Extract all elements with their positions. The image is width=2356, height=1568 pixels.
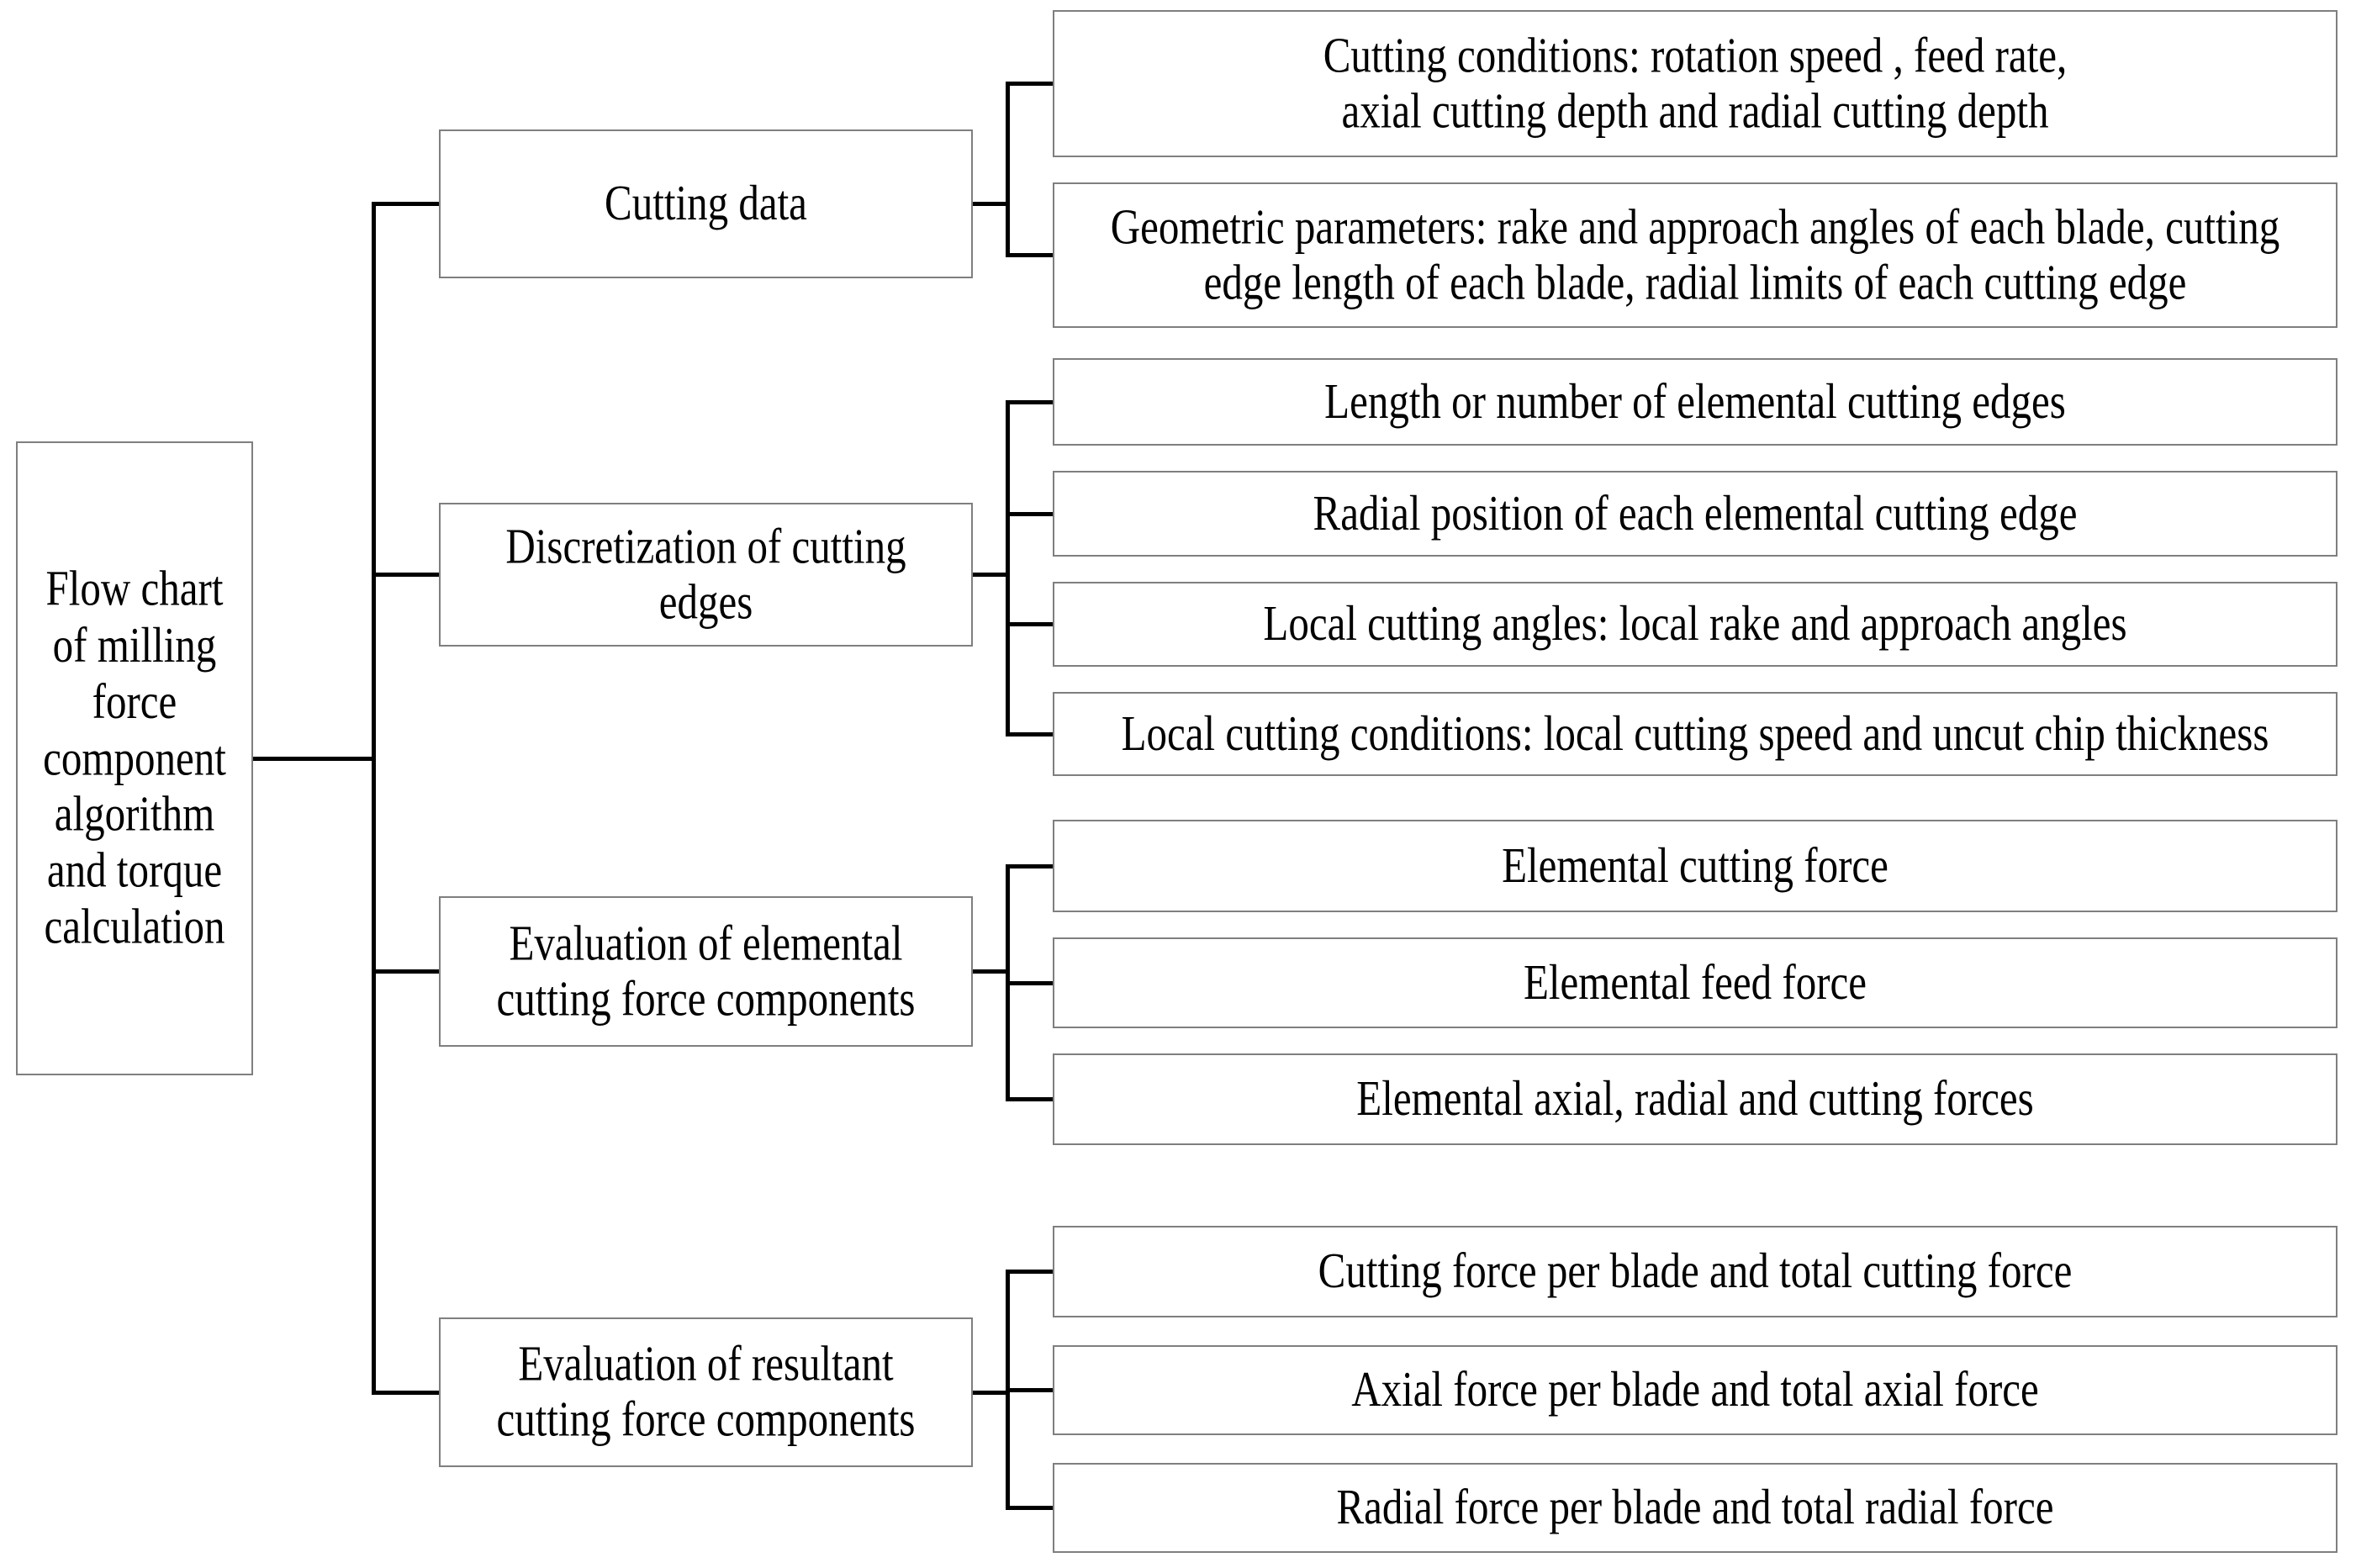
branch-label: Cutting data [605,175,807,231]
leaf-label: Geometric parameters: rake and approach … [1110,198,2280,310]
leaf-label: Cutting force per blade and total cuttin… [1318,1243,2073,1299]
leaf-box-axial-force-per-blade: Axial force per blade and total axial fo… [1053,1345,2338,1435]
connector-bracket-line [1006,82,1010,257]
leaf-box-geometric-parameters: Geometric parameters: rake and approach … [1053,182,2338,328]
connector-bracket-stub [973,969,1010,974]
connector-leaf-stub [1006,253,1053,257]
connector-trunk-line [372,202,376,1395]
leaf-box-local-cutting-angles: Local cutting angles: local rake and app… [1053,582,2338,667]
connector-branch-stub [372,1391,439,1395]
leaf-box-radial-position: Radial position of each elemental cuttin… [1053,471,2338,557]
branch-box-cutting-data: Cutting data [439,129,973,278]
leaf-box-elemental-feed-force: Elemental feed force [1053,937,2338,1028]
leaf-label: Local cutting conditions: local cutting … [1121,705,2269,761]
connector-branch-stub [372,573,439,577]
connector-leaf-stub [1006,400,1053,404]
connector-leaf-stub [1006,864,1053,868]
branch-box-resultant-forces: Evaluation of resultant cutting force co… [439,1317,973,1467]
leaf-label: Radial force per blade and total radial … [1336,1479,2054,1535]
leaf-label: Radial position of each elemental cuttin… [1313,484,2078,541]
leaf-box-cutting-force-per-blade: Cutting force per blade and total cuttin… [1053,1226,2338,1317]
connector-leaf-stub [1006,981,1053,985]
connector-leaf-stub [1006,82,1053,86]
connector-leaf-stub [1006,732,1053,736]
leaf-label: Elemental cutting force [1502,837,1888,893]
connector-bracket-stub [973,1391,1010,1395]
connector-bracket-stub [973,573,1010,577]
leaf-box-cutting-conditions: Cutting conditions: rotation speed , fee… [1053,10,2338,157]
connector-bracket-line [1006,400,1010,736]
connector-leaf-stub [1006,1270,1053,1274]
leaf-label: Local cutting angles: local rake and app… [1263,595,2127,652]
branch-box-elemental-forces: Evaluation of elemental cutting force co… [439,896,973,1047]
leaf-label: Length or number of elemental cutting ed… [1324,372,2066,429]
leaf-box-elemental-axial-radial: Elemental axial, radial and cutting forc… [1053,1053,2338,1145]
leaf-box-elemental-cutting-force: Elemental cutting force [1053,820,2338,912]
connector-branch-stub [372,969,439,974]
leaf-label: Cutting conditions: rotation speed , fee… [1323,27,2068,139]
leaf-label: Elemental feed force [1523,953,1867,1010]
root-box: Flow chart of milling force component al… [16,441,253,1075]
leaf-label: Elemental axial, radial and cutting forc… [1356,1070,2034,1127]
connector-branch-stub [372,202,439,206]
leaf-box-length-or-number: Length or number of elemental cutting ed… [1053,358,2338,446]
branch-label: Evaluation of elemental cutting force co… [496,915,916,1027]
connector-leaf-stub [1006,1097,1053,1101]
connector-root-stub [253,757,372,761]
branch-label: Discretization of cutting edges [505,518,906,630]
leaf-label: Axial force per blade and total axial fo… [1351,1361,2039,1418]
connector-leaf-stub [1006,1506,1053,1510]
leaf-box-local-cutting-conditions: Local cutting conditions: local cutting … [1053,692,2338,776]
connector-leaf-stub [1006,512,1053,516]
connector-leaf-stub [1006,1388,1053,1392]
root-label: Flow chart of milling force component al… [43,561,226,955]
branch-box-discretization: Discretization of cutting edges [439,503,973,647]
leaf-box-radial-force-per-blade: Radial force per blade and total radial … [1053,1463,2338,1553]
connector-leaf-stub [1006,622,1053,626]
branch-label: Evaluation of resultant cutting force co… [496,1335,916,1447]
connector-bracket-stub [973,202,1010,206]
